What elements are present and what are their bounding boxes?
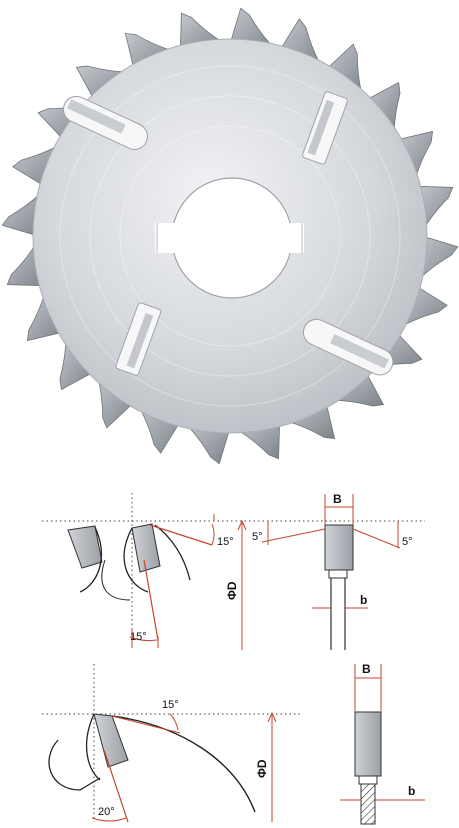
side-view-top: B b	[312, 492, 368, 650]
bevel-angle-left: 5°	[252, 521, 326, 545]
angle-label-top-bottom: 15°	[162, 699, 179, 711]
kerf-width-label-top: B	[333, 492, 342, 506]
saw-blade	[1, 7, 459, 465]
diameter-label-top: ΦD	[225, 581, 239, 600]
wiper-slot-bottom-right	[302, 318, 394, 376]
kerf-width-label-bottom: B	[362, 662, 371, 676]
angle-label-side: 15°	[217, 536, 234, 548]
wiper-slot-top-left	[62, 95, 148, 150]
rake-angle-bottom: 20°	[91, 749, 129, 823]
bevel-label-left: 5°	[252, 531, 263, 543]
bevel-label-right: 5°	[402, 536, 413, 548]
blade-brush-texture	[59, 65, 401, 407]
plate-thickness-label-bottom: b	[408, 784, 415, 798]
tooth-profile-right	[101, 523, 191, 601]
diameter-label-bottom: ΦD	[255, 759, 269, 778]
tooth-profile-left	[67, 525, 103, 593]
wiper-slot-bottom-left	[115, 302, 162, 376]
diameter-dimension-top: ΦD	[225, 519, 247, 650]
clearance-angle-top: 15°	[149, 514, 234, 548]
tooth-profile-bottom	[48, 713, 256, 813]
diagram-top: 15° 15° ΦD 5°	[42, 492, 425, 650]
side-view-bottom: B b	[340, 662, 425, 825]
angle-label-front: 15°	[130, 631, 147, 643]
wiper-slot-top-right	[302, 91, 348, 165]
rake-angle-top: 15°	[129, 559, 159, 648]
bevel-angle-right: 5°	[352, 521, 413, 549]
clearance-angle-bottom: 15°	[111, 699, 181, 734]
angle-label-front-bottom: 20°	[98, 806, 115, 818]
diameter-dimension-bottom: ΦD	[255, 711, 277, 822]
arbor-hole	[155, 177, 304, 299]
plate-thickness-label-top: b	[360, 593, 367, 607]
diagram-bottom: 15° 20° ΦD B b	[42, 662, 425, 825]
